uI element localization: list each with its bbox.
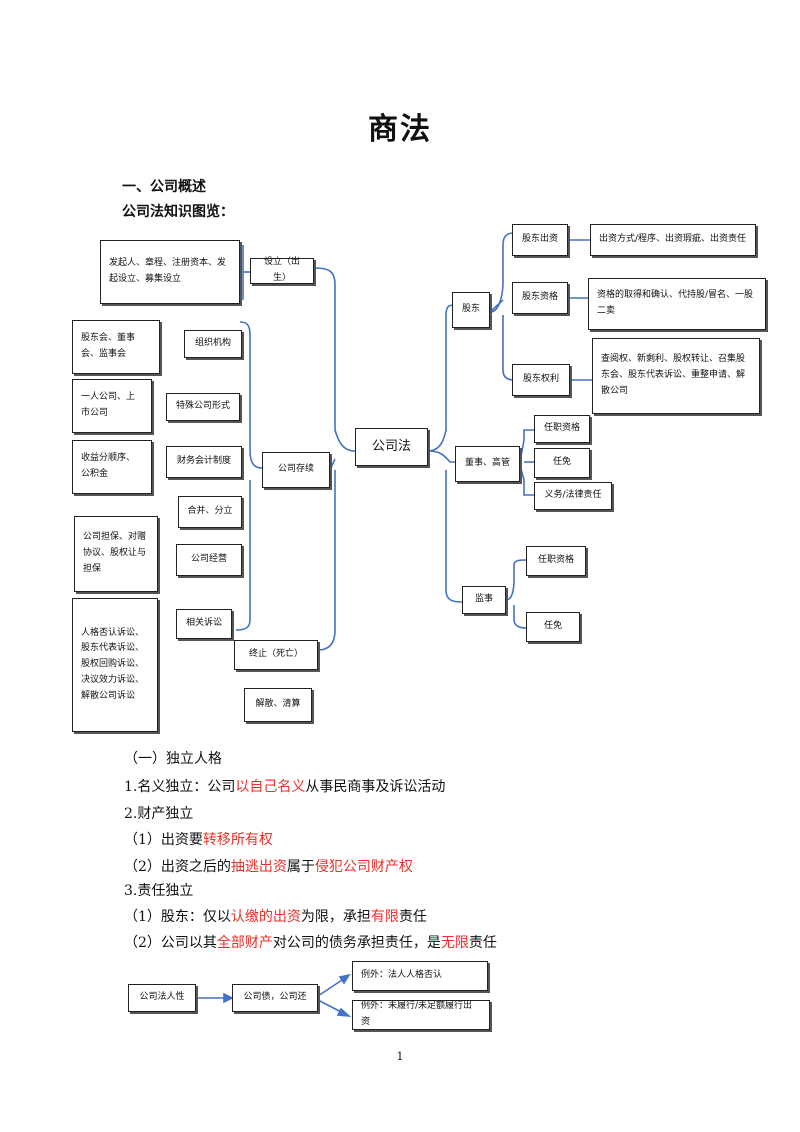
- end-box: 终止（死亡）: [234, 640, 318, 670]
- sup-qual-box: 任职资格: [526, 546, 586, 576]
- directors-box: 董事、高管: [455, 446, 520, 482]
- sup-dismiss-box: 任免: [526, 612, 580, 642]
- shareholder-box: 股东: [452, 292, 490, 328]
- rights-detail-box: 查阅权、新剩利、股权转让、召集股东会、股东代表诉讼、重整申请、解散公司: [592, 338, 760, 414]
- text-line-6: （1）股东：仅以认缴的出资为限，承担有限责任: [124, 909, 427, 925]
- flow-box-legal-person: 公司法人性: [128, 984, 196, 1012]
- lawsuit-box: 相关诉讼: [176, 609, 232, 639]
- dir-dismiss-box: 任免: [534, 448, 590, 478]
- setup-detail-box: 发起人、章程、注册资本、发起设立、募集设立: [100, 240, 240, 304]
- flow-box-company-debt: 公司债，公司还: [232, 984, 318, 1012]
- flow-box-exception-piercing: 例外：法人人格否认: [352, 961, 488, 991]
- text-line-1: 1.名义独立：公司以自己名义从事民商事及诉讼活动: [124, 779, 446, 795]
- merge-box: 合并、分立: [178, 496, 242, 528]
- section-heading: 一、公司概述: [122, 179, 206, 195]
- finance-detail-box: 收益分顺序、公积金: [72, 440, 152, 494]
- qualification-detail-box: 资格的取得和确认、代持股/冒名、一股二卖: [588, 278, 766, 330]
- text-line-5: 3.责任独立: [124, 883, 194, 899]
- setup-box: 设立（出生）: [250, 257, 314, 284]
- exist-box: 公司存续: [262, 452, 330, 488]
- special-detail-box: 一人公司、上市公司: [72, 379, 152, 433]
- page-title: 商法: [368, 112, 432, 147]
- org-detail-box: 股东会、董事会、监事会: [72, 320, 160, 374]
- page-number: 1: [396, 1050, 404, 1063]
- flow-box-exception-contribution: 例外：未履行/未足额履行出资: [352, 1000, 490, 1030]
- contribution-detail-box: 出资方式/程序、出资瑕疵、出资责任: [590, 224, 756, 256]
- supervisor-box: 监事: [462, 586, 506, 614]
- dir-duty-box: 义务/法律责任: [534, 482, 612, 510]
- subheading-independent-personality: （一）独立人格: [124, 751, 222, 767]
- special-box: 特殊公司形式: [166, 393, 240, 421]
- rights-box: 股东权利: [512, 364, 570, 396]
- qualification-box: 股东资格: [512, 282, 568, 314]
- text-line-3: （1）出资要转移所有权: [124, 832, 273, 848]
- text-line-2: 2.财产独立: [124, 806, 194, 822]
- finance-box: 财务会计制度: [166, 446, 242, 478]
- dir-qual-box: 任职资格: [534, 415, 590, 443]
- lawsuit-detail-box: 人格否认诉讼、股东代表诉讼、股权回购诉讼、决议效力诉讼、解散公司诉讼: [72, 598, 158, 732]
- mindmap-center-company-law: 公司法: [355, 428, 428, 466]
- diagram-heading: 公司法知识图览：: [122, 204, 234, 220]
- org-box: 组织机构: [184, 330, 242, 358]
- text-line-7: （2）公司以其全部财产对公司的债务承担责任，是无限责任: [124, 935, 497, 951]
- operate-box: 公司经营: [176, 544, 242, 576]
- dissolve-box: 解散、清算: [244, 688, 312, 722]
- text-line-4: （2）出资之后的抽逃出资属于侵犯公司财产权: [124, 859, 413, 875]
- operate-detail-box: 公司担保、对赠协议、股权让与担保: [74, 516, 158, 592]
- contribution-box: 股东出资: [512, 224, 568, 256]
